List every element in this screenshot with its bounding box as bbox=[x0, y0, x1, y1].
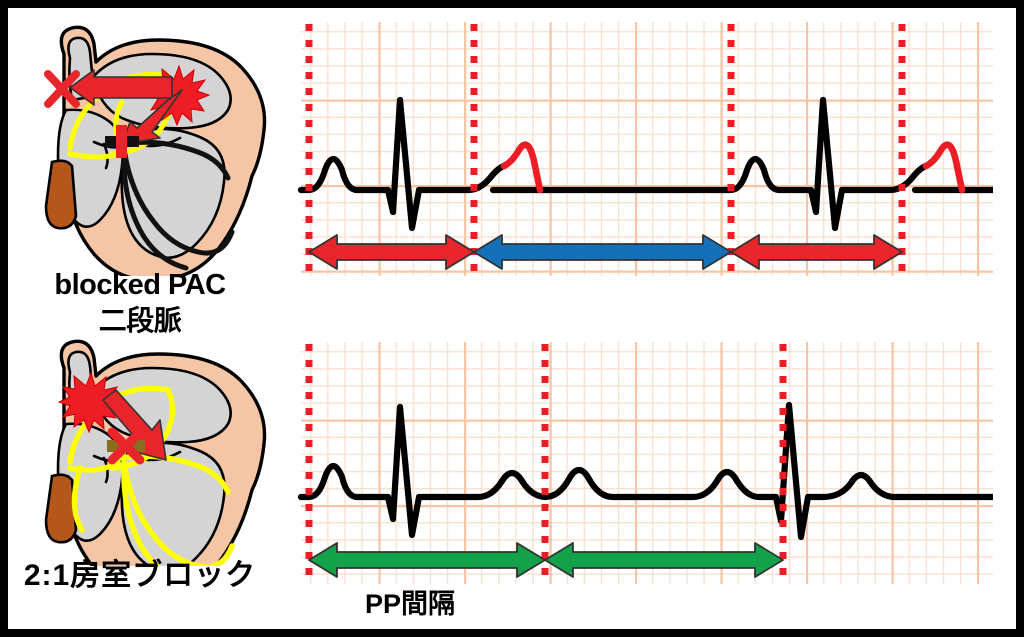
arrow-pp-short-1 bbox=[308, 234, 475, 270]
pp-interval-label: PP間隔 bbox=[365, 589, 456, 619]
heart-av-block-diagram bbox=[44, 339, 267, 566]
caption-blocked-pac-jp: 二段脈 bbox=[98, 305, 182, 336]
arrow-pp-short-2 bbox=[730, 234, 903, 270]
arrow-to-left-atrium bbox=[69, 69, 173, 106]
ectopic-focus-starburst-icon bbox=[57, 371, 123, 434]
heart-body bbox=[44, 25, 267, 276]
ecg-markers-top bbox=[305, 24, 906, 274]
ecg-markers-bottom bbox=[305, 344, 787, 582]
caption-av-block-jp: 2:1房室ブロック bbox=[23, 559, 257, 592]
heart-blocked-pac-diagram bbox=[44, 25, 267, 276]
av-node-block-cross-icon bbox=[107, 427, 145, 465]
block-marker-x-icon bbox=[44, 70, 80, 108]
arrow-pp-interval-1 bbox=[308, 542, 546, 578]
dotted-reference-lines bbox=[305, 24, 906, 274]
ecg-strip-blocked-pac-bigeminy bbox=[293, 14, 993, 276]
ecg-strip-2to1-av-block: PP間隔 bbox=[293, 334, 993, 619]
arrow-pp-interval-2 bbox=[544, 542, 784, 578]
blocked-conduction-black bbox=[117, 139, 235, 271]
av-node-block-cross-icon bbox=[105, 125, 139, 158]
arrow-pp-long bbox=[473, 234, 732, 270]
arrow-to-av-node bbox=[121, 89, 183, 145]
ecg-grid-top bbox=[301, 22, 993, 276]
panel-av-block: 2:1房室ブロック bbox=[0, 338, 280, 598]
panel-blocked-pac: blocked PAC 二段脈 bbox=[0, 14, 280, 336]
caption-blocked-pac-en: blocked PAC bbox=[54, 269, 226, 301]
ecg-trace-top bbox=[297, 96, 993, 232]
ecg-grid-bottom bbox=[301, 342, 993, 584]
dotted-reference-lines bbox=[305, 344, 787, 582]
figure-canvas: blocked PAC 二段脈 bbox=[8, 8, 1016, 629]
ecg-trace-bottom bbox=[297, 401, 993, 541]
